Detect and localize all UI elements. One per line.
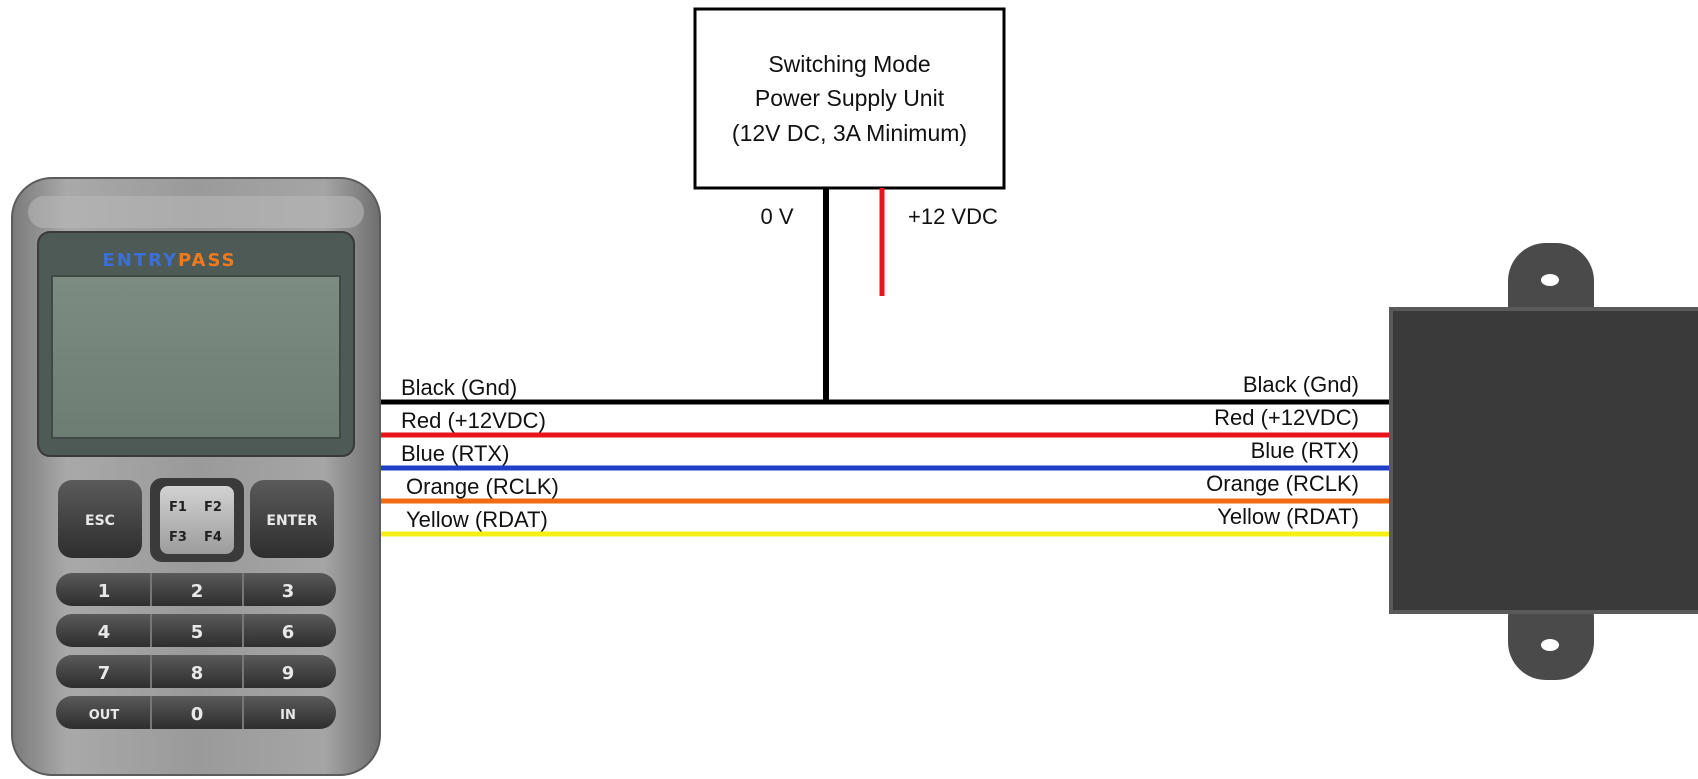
- wire-right-label: Yellow (RDAT): [1217, 504, 1359, 529]
- psu-line-1: Switching Mode: [768, 51, 930, 77]
- wire-right-label: Blue (RTX): [1251, 438, 1359, 463]
- power-supply-unit: Switching Mode Power Supply Unit (12V DC…: [693, 7, 1006, 402]
- key-row-4: [56, 696, 336, 729]
- wire-right-label: Black (Gnd): [1243, 372, 1359, 397]
- brand-logo-pass: PASS: [178, 250, 237, 271]
- key-9[interactable]: 9: [282, 663, 295, 684]
- module-bottom-mount-hole: [1541, 639, 1559, 651]
- psu-line-2: Power Supply Unit: [755, 85, 945, 111]
- brand-logo-entry: ENTRY: [102, 250, 178, 271]
- key-divider: [242, 573, 244, 606]
- key-out[interactable]: OUT: [89, 708, 120, 723]
- psu-box: [693, 7, 1006, 190]
- wire-left-label: Black (Gnd): [401, 375, 517, 400]
- keypad-top-highlight: [28, 196, 364, 228]
- key-5[interactable]: 5: [191, 622, 204, 643]
- wire-left-label: Orange (RCLK): [406, 474, 559, 499]
- key-1[interactable]: 1: [98, 581, 111, 602]
- key-divider: [150, 655, 152, 688]
- key-4[interactable]: 4: [98, 622, 111, 643]
- function-key-pad[interactable]: [160, 486, 234, 554]
- lcd-screen: [51, 275, 341, 439]
- interface-module: [1389, 243, 1698, 680]
- module-top-mount-hole: [1541, 274, 1559, 286]
- enter-key-label: ENTER: [266, 513, 317, 529]
- psu-terminal-12v: +12 VDC: [908, 204, 998, 229]
- key-7[interactable]: 7: [98, 663, 111, 684]
- psu-line-3: (12V DC, 3A Minimum): [732, 120, 967, 146]
- key-3[interactable]: 3: [282, 581, 295, 602]
- wire-left-label: Yellow (RDAT): [406, 507, 548, 532]
- key-divider: [242, 614, 244, 647]
- wire-bundle: Black (Gnd) Black (Gnd) Red (+12VDC) Red (+…: [376, 372, 1393, 537]
- key-divider: [242, 655, 244, 688]
- f3-key-label: F3: [169, 530, 187, 545]
- module-body: [1393, 311, 1698, 610]
- wire-left-label: Red (+12VDC): [401, 408, 546, 433]
- key-0[interactable]: 0: [191, 704, 204, 725]
- key-row-1: [56, 573, 336, 606]
- key-divider: [150, 573, 152, 606]
- key-divider: [242, 696, 244, 729]
- enter-key[interactable]: [250, 480, 334, 558]
- key-row-2: [56, 614, 336, 647]
- f2-key-label: F2: [204, 500, 222, 515]
- psu-terminal-0v: 0 V: [760, 204, 793, 229]
- wire-right-label: Orange (RCLK): [1206, 471, 1359, 496]
- key-2[interactable]: 2: [191, 581, 204, 602]
- wire-right-label: Red (+12VDC): [1214, 405, 1359, 430]
- key-divider: [150, 614, 152, 647]
- f1-key-label: F1: [169, 500, 187, 515]
- wire-left-label: Blue (RTX): [401, 441, 509, 466]
- key-8[interactable]: 8: [191, 663, 204, 684]
- esc-key[interactable]: [58, 480, 142, 558]
- key-row-3: [56, 655, 336, 688]
- f4-key-label: F4: [204, 530, 222, 545]
- key-6[interactable]: 6: [282, 622, 295, 643]
- entrypass-keypad: ENTRY PASS ESC F1 F2 F3 F4 ENTER 1 2 3 4…: [11, 177, 381, 776]
- key-divider: [150, 696, 152, 729]
- key-in[interactable]: IN: [280, 708, 296, 723]
- numeric-keys: 1 2 3 4 5 6 7 8 9 OUT 0 IN: [56, 573, 336, 729]
- esc-key-label: ESC: [85, 513, 115, 529]
